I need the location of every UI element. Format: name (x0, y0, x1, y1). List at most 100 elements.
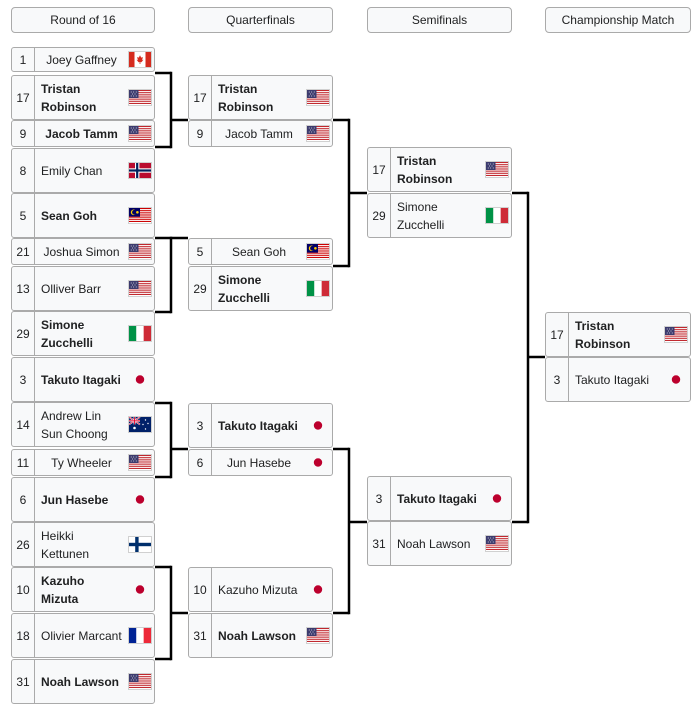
bracket-entry: 3 Takuto Itagaki (367, 476, 512, 521)
player-name: Jun Hasebe (226, 455, 292, 470)
australia-flag-icon (126, 403, 154, 446)
usa-flag-icon (304, 121, 332, 146)
seed-number: 13 (12, 267, 35, 310)
player-name: Simone Zucchelli (41, 317, 94, 350)
usa-flag-icon (483, 522, 511, 565)
player-name: Heikki Kettunen (41, 528, 90, 561)
usa-flag-icon (662, 313, 690, 356)
seed-number: 3 (368, 477, 391, 520)
bracket-entry: 1 Joey Gaffney (11, 47, 155, 72)
usa-flag-icon (126, 660, 154, 703)
japan-flag-icon (126, 358, 154, 401)
seed-number: 29 (368, 194, 391, 237)
player-name: Tristan Robinson (41, 81, 97, 114)
player-name: Noah Lawson (218, 628, 297, 643)
player-name: Takuto Itagaki (397, 491, 477, 506)
malaysia-flag-icon (126, 194, 154, 237)
seed-number: 11 (12, 450, 35, 475)
italy-flag-icon (483, 194, 511, 237)
player-name: Olliver Barr (41, 281, 102, 296)
seed-number: 17 (189, 76, 212, 119)
player-name: Jacob Tamm (225, 126, 293, 141)
bracket-entry: 5 Sean Goh (188, 238, 333, 265)
player-name: Andrew Lin Sun Choong (41, 408, 108, 441)
player-name: Jacob Tamm (45, 126, 118, 141)
player-name: Ty Wheeler (51, 455, 112, 470)
player-name: Sean Goh (231, 244, 287, 259)
canada-flag-icon (126, 48, 154, 71)
usa-flag-icon (126, 450, 154, 475)
seed-number: 9 (12, 121, 35, 146)
player-name: Simone Zucchelli (218, 272, 271, 305)
seed-number: 6 (12, 478, 35, 521)
seed-number: 31 (368, 522, 391, 565)
seed-number: 9 (189, 121, 212, 146)
seed-number: 31 (12, 660, 35, 703)
bracket-entry: 3 Takuto Itagaki (11, 357, 155, 402)
seed-number: 10 (12, 568, 35, 611)
seed-number: 17 (546, 313, 569, 356)
player-name: Noah Lawson (41, 674, 120, 689)
seed-number: 3 (12, 358, 35, 401)
player-name: Joey Gaffney (46, 52, 117, 67)
seed-number: 8 (12, 149, 35, 192)
seed-number: 5 (189, 239, 212, 264)
bracket-entry: 11 Ty Wheeler (11, 449, 155, 476)
seed-number: 5 (12, 194, 35, 237)
player-name: Takuto Itagaki (218, 418, 298, 433)
seed-number: 29 (12, 312, 35, 355)
seed-number: 6 (189, 450, 212, 475)
player-name: Simone Zucchelli (397, 199, 445, 232)
malaysia-flag-icon (304, 239, 332, 264)
round-header: Championship Match (545, 7, 691, 33)
usa-flag-icon (126, 76, 154, 119)
france-flag-icon (126, 614, 154, 657)
norway-flag-icon (126, 149, 154, 192)
usa-flag-icon (483, 148, 511, 191)
player-name: Tristan Robinson (575, 318, 631, 351)
bracket-entry: 10 Kazuho Mizuta (188, 567, 333, 612)
player-name: Takuto Itagaki (41, 372, 121, 387)
player-name: Olivier Marcant (41, 628, 122, 643)
seed-number: 26 (12, 523, 35, 566)
round-header: Round of 16 (11, 7, 155, 33)
player-name: Tristan Robinson (397, 153, 453, 186)
bracket-entry: 13 Olliver Barr (11, 266, 155, 311)
usa-flag-icon (304, 76, 332, 119)
usa-flag-icon (126, 267, 154, 310)
japan-flag-icon (304, 450, 332, 475)
bracket-entry: 6 Jun Hasebe (188, 449, 333, 476)
usa-flag-icon (304, 614, 332, 657)
bracket-entry: 9 Jacob Tamm (11, 120, 155, 147)
italy-flag-icon (304, 267, 332, 310)
japan-flag-icon (483, 477, 511, 520)
player-name: Kazuho Mizuta (218, 582, 298, 597)
seed-number: 17 (12, 76, 35, 119)
seed-number: 29 (189, 267, 212, 310)
bracket-entry: 31 Noah Lawson (188, 613, 333, 658)
seed-number: 17 (368, 148, 391, 191)
seed-number: 31 (189, 614, 212, 657)
seed-number: 1 (12, 48, 35, 71)
japan-flag-icon (126, 568, 154, 611)
japan-flag-icon (662, 358, 690, 401)
round-header: Quarterfinals (188, 7, 333, 33)
seed-number: 3 (189, 404, 212, 447)
usa-flag-icon (126, 239, 154, 264)
seed-number: 10 (189, 568, 212, 611)
bracket-entry: 31 Noah Lawson (11, 659, 155, 704)
japan-flag-icon (304, 568, 332, 611)
